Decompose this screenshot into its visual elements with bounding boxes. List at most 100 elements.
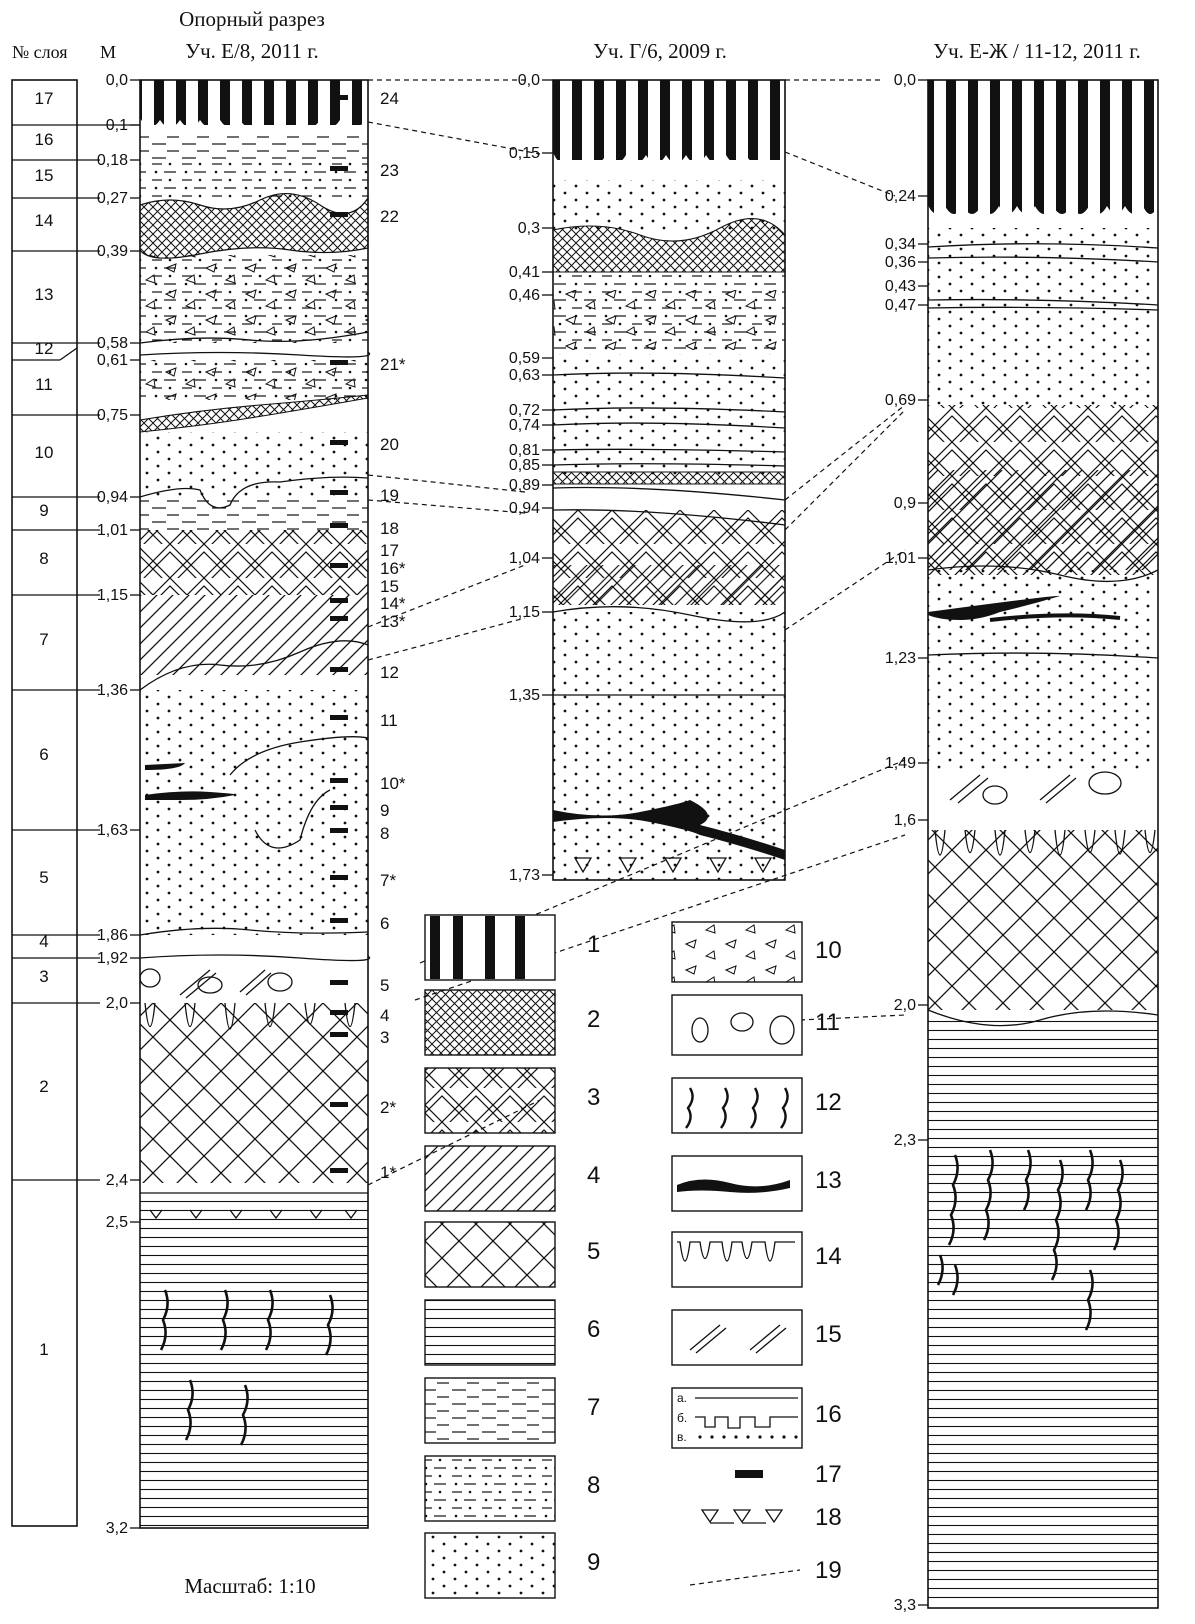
col1-sample-marker (330, 523, 348, 528)
col1-sample-label: 14* (380, 594, 406, 613)
legend-number: 19 (815, 1557, 842, 1584)
legend-number: 6 (587, 1316, 600, 1343)
layer-number-label: 11 (35, 375, 53, 394)
layer-number-label: 16 (35, 130, 54, 149)
col1-sample-label: 7* (380, 871, 396, 890)
col1-depth-label: 0,0 (106, 72, 128, 89)
col1-depth-label: 0,27 (97, 190, 128, 207)
col1-depth-label: 1,36 (97, 682, 128, 699)
col3-depth-label: 0,9 (894, 495, 916, 512)
col2-depth-label: 0,63 (509, 367, 540, 384)
col1-sample-marker (330, 598, 348, 603)
correlation-lines (367, 79, 906, 1186)
layer-number-label: 14 (35, 211, 54, 230)
col3-depth-label: 1,6 (894, 812, 916, 829)
col1-sample-marker (330, 490, 348, 495)
col1-sample-marker (330, 875, 348, 880)
col1-sample-marker (330, 980, 348, 985)
col1-sample-label: 8 (380, 824, 389, 843)
col1-sample-label: 2* (380, 1098, 396, 1117)
col1-depth-label: 2,5 (106, 1214, 128, 1231)
col1-sample-label: 11 (380, 711, 398, 730)
col2-depth-label: 0,81 (509, 442, 540, 459)
col1-depth-label: 1,15 (97, 587, 128, 604)
col1-depth-label: 1,86 (97, 927, 128, 944)
col1-sample-marker (330, 1010, 348, 1015)
col3-depth-label: 0,36 (885, 254, 916, 271)
col1-sample-label: 1* (380, 1163, 396, 1182)
col2-title: Уч. Г/6, 2009 г. (593, 39, 727, 63)
legend-number: 14 (815, 1243, 842, 1270)
column-1-section: 0,00,10,180,270,390,580,610,750,941,011,… (97, 72, 406, 1537)
legend-number: 4 (587, 1162, 600, 1189)
col1-depth-label: 0,61 (97, 352, 128, 369)
col1-sample-marker (330, 1168, 348, 1173)
legend16-sub-c: в. (677, 1430, 687, 1444)
legend-number: 17 (815, 1461, 842, 1488)
col1-sample-label: 4 (380, 1006, 389, 1025)
col1-sample-label: 10* (380, 774, 406, 793)
col1-sample-label: 17 (380, 541, 399, 560)
col1-sample-marker (330, 166, 348, 171)
col3-depth-label: 0,34 (885, 236, 916, 253)
col2-depth-label: 0,3 (518, 220, 540, 237)
col1-sample-label: 16* (380, 559, 406, 578)
legend-number: 1 (587, 931, 600, 958)
col3-depth-label: 0,69 (885, 392, 916, 409)
layer-number-label: 9 (39, 501, 48, 520)
col2-depth-label: 0,72 (509, 402, 540, 419)
layer-number-label: 3 (39, 967, 48, 986)
col3-depth-label: 1,49 (885, 755, 916, 772)
col1-sample-marker (330, 1032, 348, 1037)
legend-number: 5 (587, 1238, 600, 1265)
layer-no-header: № слоя (12, 42, 68, 62)
col1-sample-label: 21* (380, 355, 406, 374)
col3-depth-label: 1,23 (885, 650, 916, 667)
layer-number-label: 1 (39, 1340, 48, 1359)
col2-depth-label: 1,15 (509, 604, 540, 621)
legend16-sub-b: б. (677, 1411, 687, 1425)
col1-sample-label: 3 (380, 1028, 389, 1047)
col1-sample-label: 13* (380, 612, 406, 631)
legend-number: 8 (587, 1472, 600, 1499)
col1-sample-label: 23 (380, 161, 399, 180)
layer-number-label: 17 (35, 89, 54, 108)
col2-depth-label: 0,74 (509, 417, 540, 434)
col2-depth-label: 0,46 (509, 287, 540, 304)
meter-header: М (100, 42, 116, 62)
layer-number-label: 13 (35, 285, 54, 304)
col1-sample-label: 5 (380, 976, 389, 995)
col1-sample-marker (330, 212, 348, 217)
col1-sample-marker (330, 1102, 348, 1107)
legend-number: 18 (815, 1504, 842, 1531)
col1-depth-label: 0,58 (97, 335, 128, 352)
col1-sample-marker (330, 805, 348, 810)
col1-sample-label: 15 (380, 577, 399, 596)
col1-sample-marker (330, 667, 348, 672)
legend-number: 16 (815, 1401, 842, 1428)
col1-sample-marker (330, 563, 348, 568)
col1-depth-label: 1,63 (97, 822, 128, 839)
legend-number: 10 (815, 937, 842, 964)
col1-sample-marker (330, 95, 348, 100)
legend-number: 7 (587, 1394, 600, 1421)
col1-sample-marker (330, 778, 348, 783)
layer-number-label: 8 (39, 549, 48, 568)
col1-sample-marker (330, 918, 348, 923)
col1-sample-label: 18 (380, 519, 399, 538)
col1-depth-label: 1,92 (97, 950, 128, 967)
col1-sample-label: 20 (380, 435, 399, 454)
col2-depth-label: 1,73 (509, 867, 540, 884)
col1-depth-label: 2,4 (106, 1172, 128, 1189)
col2-depth-label: 0,89 (509, 477, 540, 494)
scale-label: Масштаб: 1:10 (184, 1574, 315, 1598)
layer-number-label: 10 (35, 443, 54, 462)
col3-depth-label: 0,43 (885, 278, 916, 295)
col2-depth-label: 0,0 (518, 72, 540, 89)
column-3-section: 0,00,240,340,360,430,470,690,91,011,231,… (885, 72, 1159, 1614)
col1-sample-marker (330, 828, 348, 833)
col3-depth-label: 0,24 (885, 188, 916, 205)
col1-sample-marker (330, 616, 348, 621)
legend-number: 12 (815, 1089, 842, 1116)
